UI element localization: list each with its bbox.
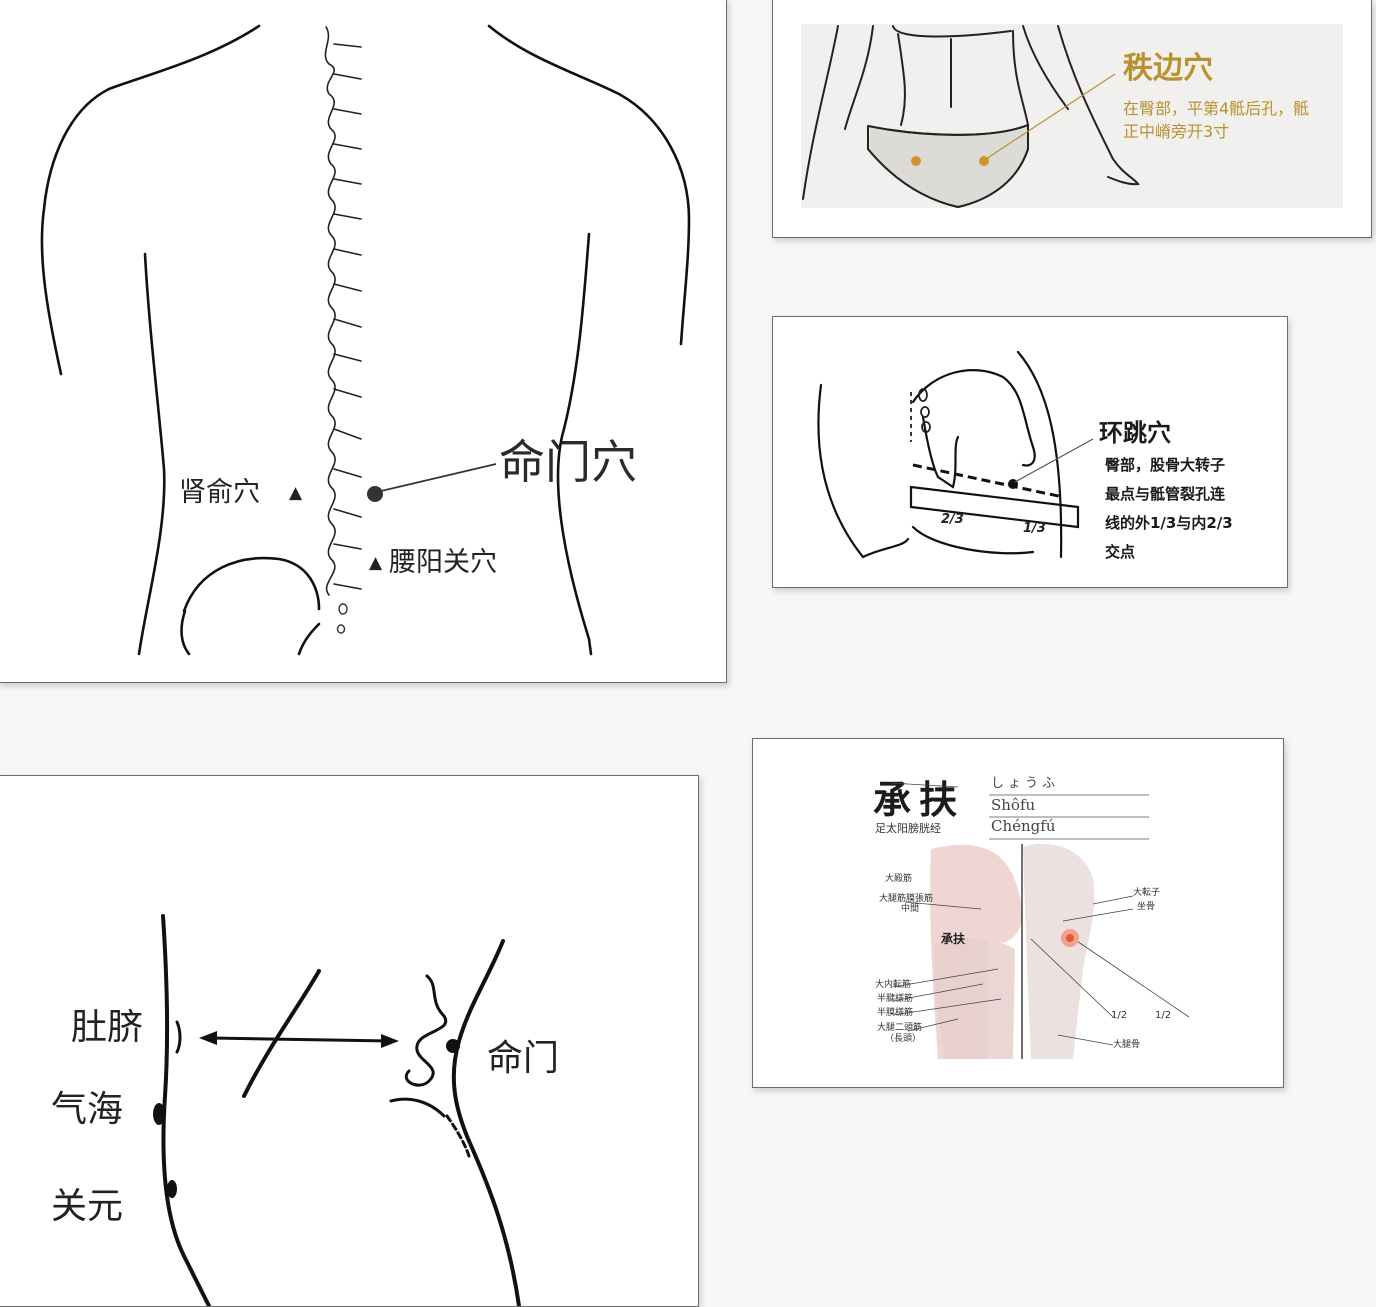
zhibian-point-left <box>911 156 921 166</box>
side-body-outline <box>153 914 521 1306</box>
navel-label: 肚脐 <box>71 1007 144 1048</box>
huantiao-desc-line3: 线的外1/3与内2/3 <box>1105 514 1233 532</box>
qihai-label: 气海 <box>51 1089 124 1130</box>
huantiao-desc-line4: 交点 <box>1105 543 1136 561</box>
chengfu-meridian: 足太阳膀胱经 <box>875 822 941 835</box>
chengfu-kana: しょうふ <box>991 776 1060 791</box>
right-label-2: 大腿骨 <box>1113 1040 1141 1050</box>
huantiao-desc-line2: 最点与骶管裂孔连 <box>1105 485 1226 503</box>
hip-bone-diagram <box>817 350 1094 559</box>
back-body-outline <box>40 24 691 656</box>
back-view-panel: 命门穴 肾俞穴 ▲ ▲ 腰阳关穴 <box>0 0 727 683</box>
mingmen-side-point <box>446 1039 460 1053</box>
huantiao-desc-line1: 臀部，股骨大转子 <box>1105 456 1226 474</box>
mingmen-side-label: 命门 <box>487 1038 560 1079</box>
chengfu-point-label: 承扶 <box>941 932 966 946</box>
fraction-two-thirds: 2/3 <box>941 512 964 527</box>
left-label-7: （長頭） <box>885 1034 922 1044</box>
mingmen-point <box>367 486 383 502</box>
chengfu-title: 承扶 <box>873 778 966 822</box>
right-label-0: 大転子 <box>1133 888 1161 898</box>
yaoyangguan-marker-icon: ▲ <box>369 553 383 573</box>
fraction-half-2: 1/2 <box>1155 1010 1172 1021</box>
zhibian-desc-line1: 在臀部，平第4骶后孔，骶 <box>1123 99 1310 118</box>
chengfu-romaji: Shôfu <box>991 796 1036 814</box>
guanyuan-label: 关元 <box>51 1186 124 1227</box>
qihai-point <box>153 1103 165 1125</box>
thigh-anatomy-illustration <box>890 782 1190 1059</box>
huantiao-title: 环跳穴 <box>1099 419 1171 447</box>
yaoyangguan-label: 腰阳关穴 <box>389 547 497 578</box>
shenshu-marker-icon: ▲ <box>289 483 303 503</box>
left-label-6: 大腿二頭筋 <box>877 1023 923 1033</box>
fraction-one-third: 1/3 <box>1023 521 1046 536</box>
side-view-panel: 肚脐 气海 关元 命门 <box>0 775 699 1307</box>
zhibian-title: 秩边穴 <box>1123 51 1213 86</box>
mingmen-label: 命门穴 <box>499 435 637 489</box>
zhibian-desc-line2: 正中嵴旁开3寸 <box>1123 122 1230 141</box>
left-label-5: 半膜様筋 <box>877 1008 914 1018</box>
lower-body-outline <box>802 25 1140 209</box>
left-label-2: 中間 <box>901 904 920 914</box>
left-label-0: 大殿筋 <box>885 874 913 884</box>
huantiao-panel: 2/3 1/3 环跳穴 臀部，股骨大转子 最点与骶管裂孔连 线的外1/3与内2/… <box>772 316 1288 588</box>
chengfu-panel: 承扶 足太阳膀胱经 しょうふ Shôfu Chéngfú 承扶 大殿筋 大腿筋膜… <box>752 738 1284 1088</box>
zhibian-panel: 秩边穴 在臀部，平第4骶后孔，骶 正中嵴旁开3寸 <box>772 0 1372 238</box>
left-label-4: 半腱様筋 <box>877 994 914 1004</box>
shenshu-label: 肾俞穴 <box>179 477 260 508</box>
navel-mingmen-arrow <box>210 1036 390 1043</box>
right-label-1: 坐骨 <box>1137 902 1156 912</box>
left-label-1: 大腿筋膜張筋 <box>879 894 934 904</box>
guanyuan-point <box>167 1180 177 1198</box>
zhibian-illustration <box>801 24 1343 208</box>
fraction-half-1: 1/2 <box>1111 1010 1128 1021</box>
chengfu-pinyin: Chéngfú <box>991 817 1056 835</box>
left-label-3: 大内転筋 <box>875 980 912 990</box>
